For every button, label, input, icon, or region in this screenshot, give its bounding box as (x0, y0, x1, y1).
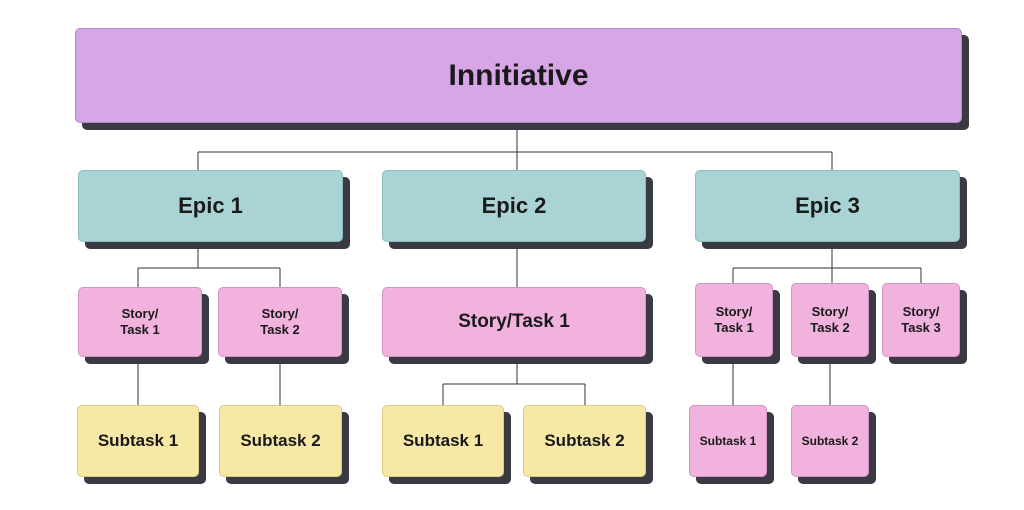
epic-1-subtask-1-node: Subtask 1 (77, 405, 199, 477)
epic-2-subtask-1-label: Subtask 1 (402, 431, 484, 451)
epic-1-node: Epic 1 (78, 170, 343, 242)
epic-3-story-3-node: Story/ Task 3 (882, 283, 960, 357)
epic-1-subtask-2-node: Subtask 2 (219, 405, 342, 477)
epic-3-story-1-node: Story/ Task 1 (695, 283, 773, 357)
epic-2-subtask-2-label: Subtask 2 (544, 431, 625, 451)
epic-3-story-2-node: Story/ Task 2 (791, 283, 869, 357)
epic-3-subtask-1-node: Subtask 1 (689, 405, 767, 477)
epic-3-story-3-label: Story/ Task 3 (901, 303, 941, 335)
epic-2-label: Epic 2 (481, 193, 547, 219)
epic-1-story-1-node: Story/ Task 1 (78, 287, 202, 357)
epic-3-story-1-label: Story/ Task 1 (714, 303, 754, 335)
epic-3-label: Epic 3 (795, 193, 860, 219)
initiative-label: Innitiative (448, 58, 589, 92)
epic-2-subtask-2-node: Subtask 2 (523, 405, 646, 477)
epic-1-label: Epic 1 (178, 193, 243, 219)
epic-3-story-2-label: Story/ Task 2 (810, 303, 850, 335)
epic-3-subtask-2-node: Subtask 2 (791, 405, 869, 477)
epic-2-subtask-1-node: Subtask 1 (382, 405, 504, 477)
initiative-node: Innitiative (75, 28, 962, 123)
epic-2-story-1-label: Story/Task 1 (458, 311, 570, 333)
epic-2-node: Epic 2 (382, 170, 646, 242)
epic-1-subtask-1-label: Subtask 1 (97, 431, 179, 451)
epic-1-subtask-2-label: Subtask 2 (240, 431, 321, 451)
epic-3-subtask-2-label: Subtask 2 (801, 433, 859, 448)
epic-3-node: Epic 3 (695, 170, 960, 242)
epic-1-story-1-label: Story/ Task 1 (120, 305, 160, 337)
epic-1-story-2-label: Story/ Task 2 (260, 305, 300, 337)
epic-2-story-1-node: Story/Task 1 (382, 287, 646, 357)
epic-1-story-2-node: Story/ Task 2 (218, 287, 342, 357)
epic-3-subtask-1-label: Subtask 1 (699, 433, 757, 448)
